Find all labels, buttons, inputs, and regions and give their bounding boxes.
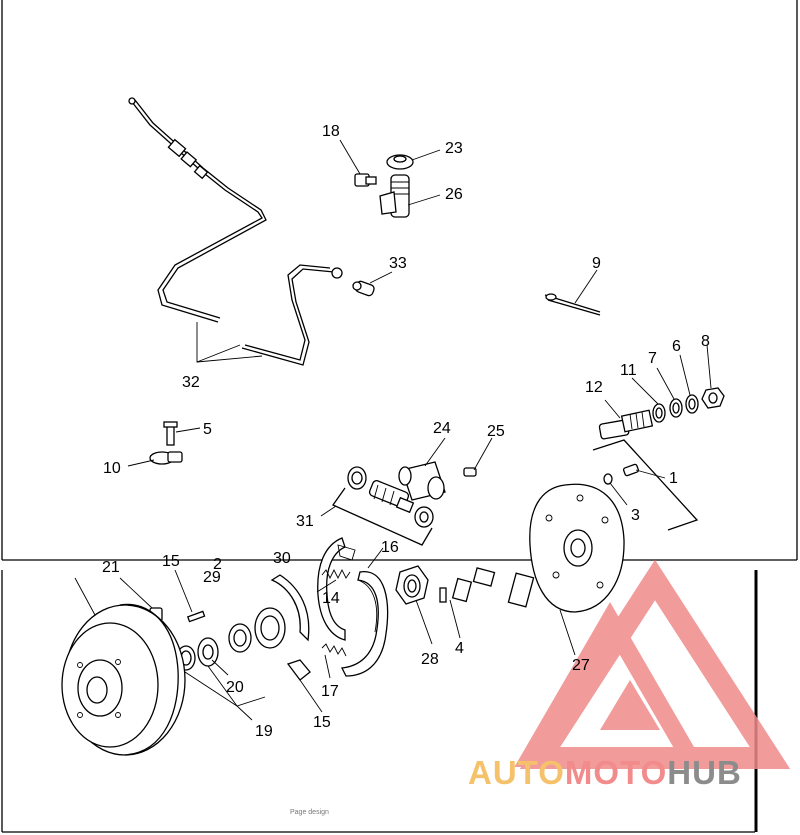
- pin-part-12: [598, 409, 654, 440]
- callout-28: 28: [421, 651, 439, 668]
- bolt-part-5: [163, 421, 178, 446]
- callout-8: 8: [701, 333, 710, 350]
- tee-fitting-part-26: [354, 154, 414, 218]
- callout-14: 14: [322, 590, 340, 607]
- callout-7: 7: [648, 350, 657, 367]
- callout-6: 6: [672, 338, 681, 355]
- bracket-line: [592, 439, 699, 531]
- bearing-part-29: [254, 607, 286, 649]
- brake-cable-part-32: [128, 97, 343, 366]
- watermark-auto: AUTO: [468, 754, 565, 791]
- screw-part-1: [622, 463, 640, 477]
- callout-15-bottom: 15: [313, 714, 331, 731]
- watermark-text: AUTOMOTOHUB: [468, 754, 742, 791]
- watermark-logo: [514, 559, 791, 769]
- callout-4: 4: [455, 640, 464, 657]
- callout-20: 20: [226, 679, 244, 696]
- callout-11: 11: [620, 362, 637, 379]
- svg-text:AUTOMOTOHUB: AUTOMOTOHUB: [468, 754, 742, 791]
- callout-15-top: 15: [162, 553, 180, 570]
- callout-30: 30: [273, 550, 291, 567]
- clamp-part-10: [149, 451, 183, 465]
- adjuster-part-4: [439, 567, 535, 608]
- banjo-bolt-part-33: [352, 280, 375, 297]
- wheel-cylinder-part-24: [398, 461, 446, 501]
- callout-18: 18: [322, 123, 340, 140]
- callout-21: 21: [102, 559, 120, 576]
- brake-shoe-part-14: [317, 537, 356, 641]
- callout-17: 17: [321, 683, 339, 700]
- callout-1: 1: [669, 470, 678, 487]
- watermark-hub: HUB: [667, 754, 742, 791]
- screw-part-15: [186, 610, 206, 623]
- repair-kit-part-31: [332, 466, 434, 546]
- callout-19: 19: [255, 723, 273, 740]
- callout-16: 16: [381, 539, 399, 556]
- spring-part-14: [321, 568, 351, 580]
- leader-lines: [74, 139, 712, 721]
- washers-parts-11-7-6: [652, 394, 699, 423]
- brake-drum: [61, 603, 186, 756]
- watermark-moto: MOTO: [565, 754, 667, 791]
- race-part-2: [228, 623, 252, 653]
- callout-32: 32: [182, 374, 200, 391]
- callout-25: 25: [487, 423, 505, 440]
- callout-26: 26: [445, 186, 463, 203]
- callout-33: 33: [389, 255, 407, 272]
- callout-12: 12: [585, 379, 603, 396]
- callout-3: 3: [631, 507, 640, 524]
- callout-27: 27: [572, 657, 590, 674]
- washer-part-3: [603, 473, 613, 485]
- footer-text: Page design: [290, 809, 329, 816]
- callout-2: 2: [213, 556, 222, 573]
- brake-shoe-part-16: [341, 571, 389, 677]
- nut-part-8: [701, 387, 725, 409]
- nut-part-28: [395, 565, 429, 605]
- callout-10: 10: [103, 460, 121, 477]
- spring-part-17: [321, 643, 347, 657]
- callout-29: 29: [203, 569, 221, 586]
- callout-5: 5: [203, 421, 212, 438]
- bleeder-screw-part-25: [463, 467, 477, 477]
- retainer-part-30: [270, 574, 310, 642]
- callout-9: 9: [592, 255, 601, 272]
- callout-24: 24: [433, 420, 451, 437]
- cotter-pin-part-9: [544, 293, 601, 316]
- backing-plate-part-27: [529, 483, 625, 613]
- callout-labels: 1 3 4 5 6 7 8 9 10 11 12 14 15 15 16 17 …: [102, 123, 710, 740]
- callout-31: 31: [296, 513, 314, 530]
- pad-part-15: [286, 659, 311, 681]
- callout-23: 23: [445, 140, 463, 157]
- bearing-part-20: [197, 637, 219, 667]
